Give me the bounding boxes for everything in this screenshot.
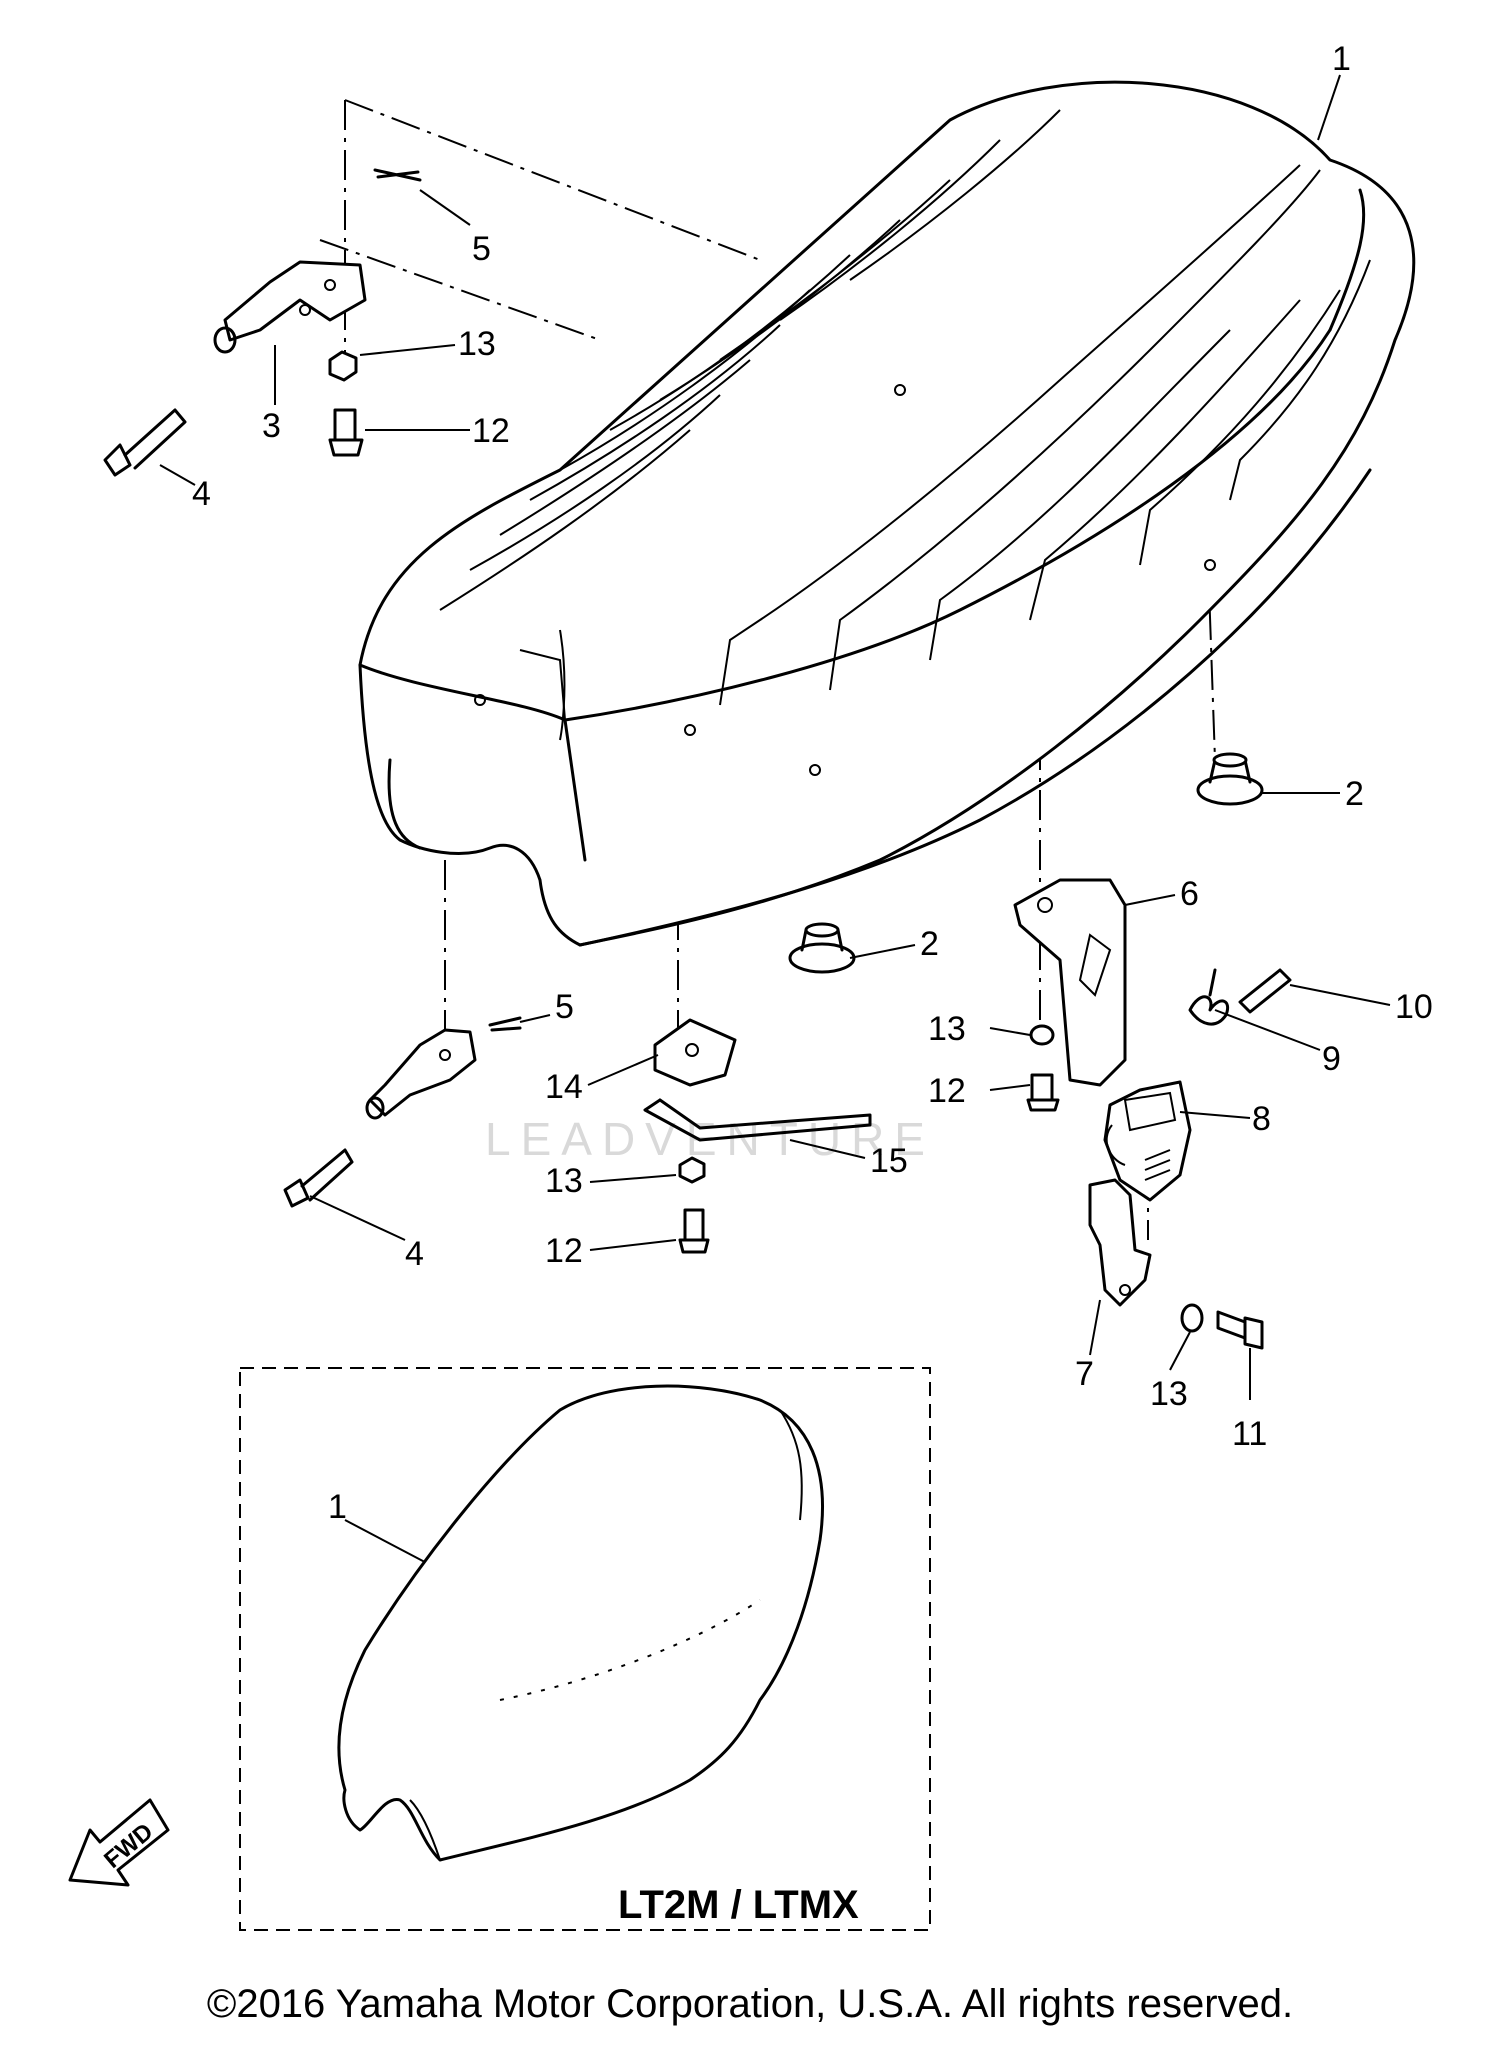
hinge-bracket-low bbox=[365, 1028, 477, 1120]
callout-5-mid: 5 bbox=[555, 988, 574, 1026]
bracket-7 bbox=[1088, 1178, 1152, 1307]
callout-numbers: 1 5 13 3 12 4 2 6 2 10 5 13 9 12 14 8 15… bbox=[192, 40, 1433, 1526]
latch-8 bbox=[1103, 1080, 1192, 1202]
callout-10: 10 bbox=[1395, 988, 1433, 1026]
callout-3: 3 bbox=[262, 407, 281, 445]
callout-6: 6 bbox=[1180, 875, 1199, 913]
callout-7: 7 bbox=[1075, 1355, 1094, 1393]
hinge-bracket-3 bbox=[213, 260, 367, 354]
callout-1-main: 1 bbox=[1332, 40, 1351, 78]
callout-2-right: 2 bbox=[1345, 775, 1364, 813]
callout-13-right: 13 bbox=[1150, 1375, 1188, 1413]
callout-12-top: 12 bbox=[472, 412, 510, 450]
clip-mid bbox=[488, 1016, 522, 1032]
hinge-bolt-top bbox=[103, 408, 187, 477]
rod-15 bbox=[643, 1098, 872, 1142]
inset-box: LT2M / LTMX bbox=[239, 1367, 931, 1931]
callout-14: 14 bbox=[545, 1068, 583, 1106]
callout-5-top: 5 bbox=[472, 230, 491, 268]
callout-13-low: 13 bbox=[545, 1162, 583, 1200]
nut-bolt-mid bbox=[1026, 1024, 1060, 1112]
grommet-mid bbox=[788, 922, 856, 974]
pin-10 bbox=[1238, 968, 1292, 1014]
callout-12-mid: 12 bbox=[928, 1072, 966, 1110]
callout-2-mid: 2 bbox=[920, 925, 939, 963]
copyright-footer: ©2016 Yamaha Motor Corporation, U.S.A. A… bbox=[206, 1982, 1294, 2026]
leader-lines bbox=[159, 74, 1391, 1571]
callout-12-low: 12 bbox=[545, 1232, 583, 1270]
callout-4-top: 4 bbox=[192, 475, 211, 513]
seat-main bbox=[358, 80, 1416, 947]
spring-9 bbox=[1188, 968, 1229, 1026]
washer-bolt-right bbox=[1180, 1303, 1264, 1350]
seat-inset bbox=[337, 1384, 824, 1862]
fwd-arrow: FWD bbox=[68, 1798, 170, 1887]
cotter-pin-top bbox=[373, 168, 422, 182]
callout-13-top: 13 bbox=[458, 325, 496, 363]
inset-model-label: LT2M / LTMX bbox=[618, 1883, 859, 1927]
callout-1-inset: 1 bbox=[328, 1488, 347, 1526]
nut-bolt-low bbox=[678, 1156, 710, 1254]
callout-9: 9 bbox=[1322, 1040, 1341, 1078]
plate-14 bbox=[653, 1018, 737, 1087]
bracket-6 bbox=[1013, 878, 1127, 1087]
grommet-right bbox=[1196, 752, 1264, 806]
nut-bolt-top bbox=[328, 350, 364, 457]
fwd-arrow-icon bbox=[68, 1798, 170, 1887]
hinge-bolt-low bbox=[283, 1148, 354, 1208]
callout-4-low: 4 bbox=[405, 1235, 424, 1273]
callout-13-mid: 13 bbox=[928, 1010, 966, 1048]
callout-8: 8 bbox=[1252, 1100, 1271, 1138]
callout-15: 15 bbox=[870, 1142, 908, 1180]
callout-11: 11 bbox=[1232, 1415, 1267, 1453]
